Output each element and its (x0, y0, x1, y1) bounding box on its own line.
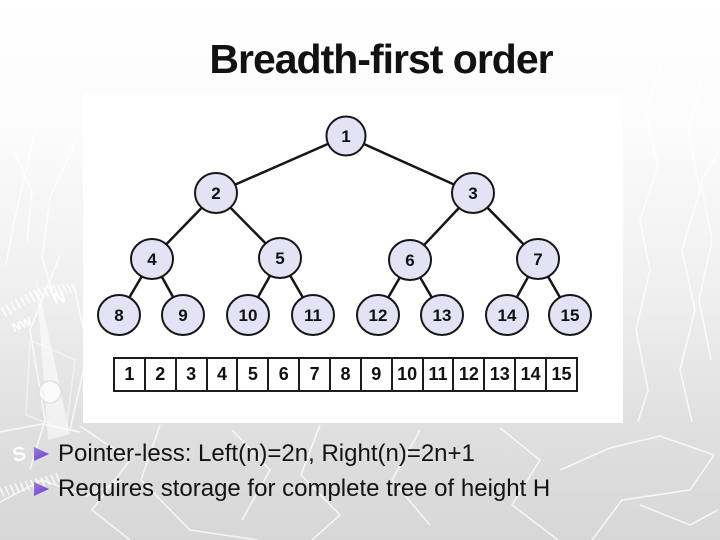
tree-node-label: 8 (114, 306, 123, 325)
tree-node: 14 (485, 294, 529, 336)
tree-node-circle (548, 294, 592, 336)
tree-node-circle (226, 294, 270, 336)
bullet-text: Pointer-less: Left(n)=2n, Right(n)=2n+1 (58, 439, 475, 467)
tree-node-circle (516, 238, 560, 280)
tree-node-label: 6 (405, 251, 414, 270)
tree-node: 1 (325, 115, 367, 157)
tree-node-label: 4 (147, 250, 157, 269)
tree-node-label: 14 (498, 306, 517, 325)
tree-node-label: 13 (433, 306, 452, 325)
tree-node-label: 5 (275, 249, 284, 268)
array-cell: 7 (300, 359, 332, 390)
tree-node-circle (258, 237, 302, 279)
array-cell: 3 (177, 359, 208, 390)
tree-node-label: 10 (239, 306, 258, 325)
tree-node: 12 (356, 294, 400, 336)
array-cell: 6 (269, 359, 301, 390)
slide-title: Breadth-first order (209, 36, 553, 82)
bullet-item: Requires storage for complete tree of he… (33, 471, 693, 506)
tree-node: 10 (226, 294, 270, 336)
bullet-item: Pointer-less: Left(n)=2n, Right(n)=2n+1 (33, 436, 693, 471)
array-cell: 2 (146, 359, 177, 390)
tree-node: 13 (420, 294, 464, 336)
tree-node-circle (97, 294, 141, 336)
tree-node-label: 7 (533, 250, 542, 269)
bullet-arrow-icon (34, 446, 49, 461)
tree-node: 2 (194, 172, 238, 214)
compass-label-nw: NW (10, 314, 34, 335)
array-cell: 5 (238, 359, 270, 390)
array-cell: 13 (485, 359, 517, 390)
tree-node-label: 3 (468, 184, 477, 203)
tree-node-circle (291, 294, 335, 336)
tree-node: 6 (388, 239, 432, 281)
array-cell: 4 (208, 359, 239, 390)
tree-node-circle (325, 115, 367, 157)
array-cell: 12 (454, 359, 486, 390)
bullet-arrow-icon (34, 481, 49, 496)
tree-edge (215, 134, 347, 195)
tree-node-circle (194, 172, 238, 214)
array-cell: 14 (516, 359, 548, 390)
tree-node-circle (161, 294, 205, 336)
array-cell: 8 (331, 359, 362, 390)
tree-node-label: 9 (178, 306, 187, 325)
compass-label-n: N (50, 287, 68, 309)
tree-node: 5 (258, 237, 302, 279)
tree-node-circle (130, 238, 174, 280)
tree-node: 3 (451, 172, 495, 214)
bullet-text: Requires storage for complete tree of he… (58, 474, 551, 502)
tree-node: 9 (161, 294, 205, 336)
tree-node-label: 1 (341, 127, 350, 146)
tree-node-circle (388, 239, 432, 281)
tree-node-circle (485, 294, 529, 336)
tree-edge (345, 134, 474, 195)
tree-node: 8 (97, 294, 141, 336)
tree-node-circle (451, 172, 495, 214)
tree-node: 15 (548, 294, 592, 336)
tree-node-circle (420, 294, 464, 336)
array-cell: 15 (551, 364, 572, 384)
array-cell: 11 (424, 359, 455, 390)
tree-node: 7 (516, 238, 560, 280)
array-cell: 10 (393, 359, 424, 390)
compass-needle (36, 276, 70, 440)
tree-node-label: 2 (211, 184, 220, 203)
tree-node-circle (356, 294, 400, 336)
compass-label-s: S (10, 443, 28, 467)
array-cell: 9 (362, 359, 393, 390)
tree-node-label: 11 (304, 306, 322, 325)
tree-node-label: 12 (369, 306, 388, 325)
array-cell: 1 (115, 359, 146, 390)
tree-node: 4 (130, 238, 174, 280)
tree-node: 11 (291, 294, 335, 336)
tree-node-label: 15 (561, 306, 580, 325)
